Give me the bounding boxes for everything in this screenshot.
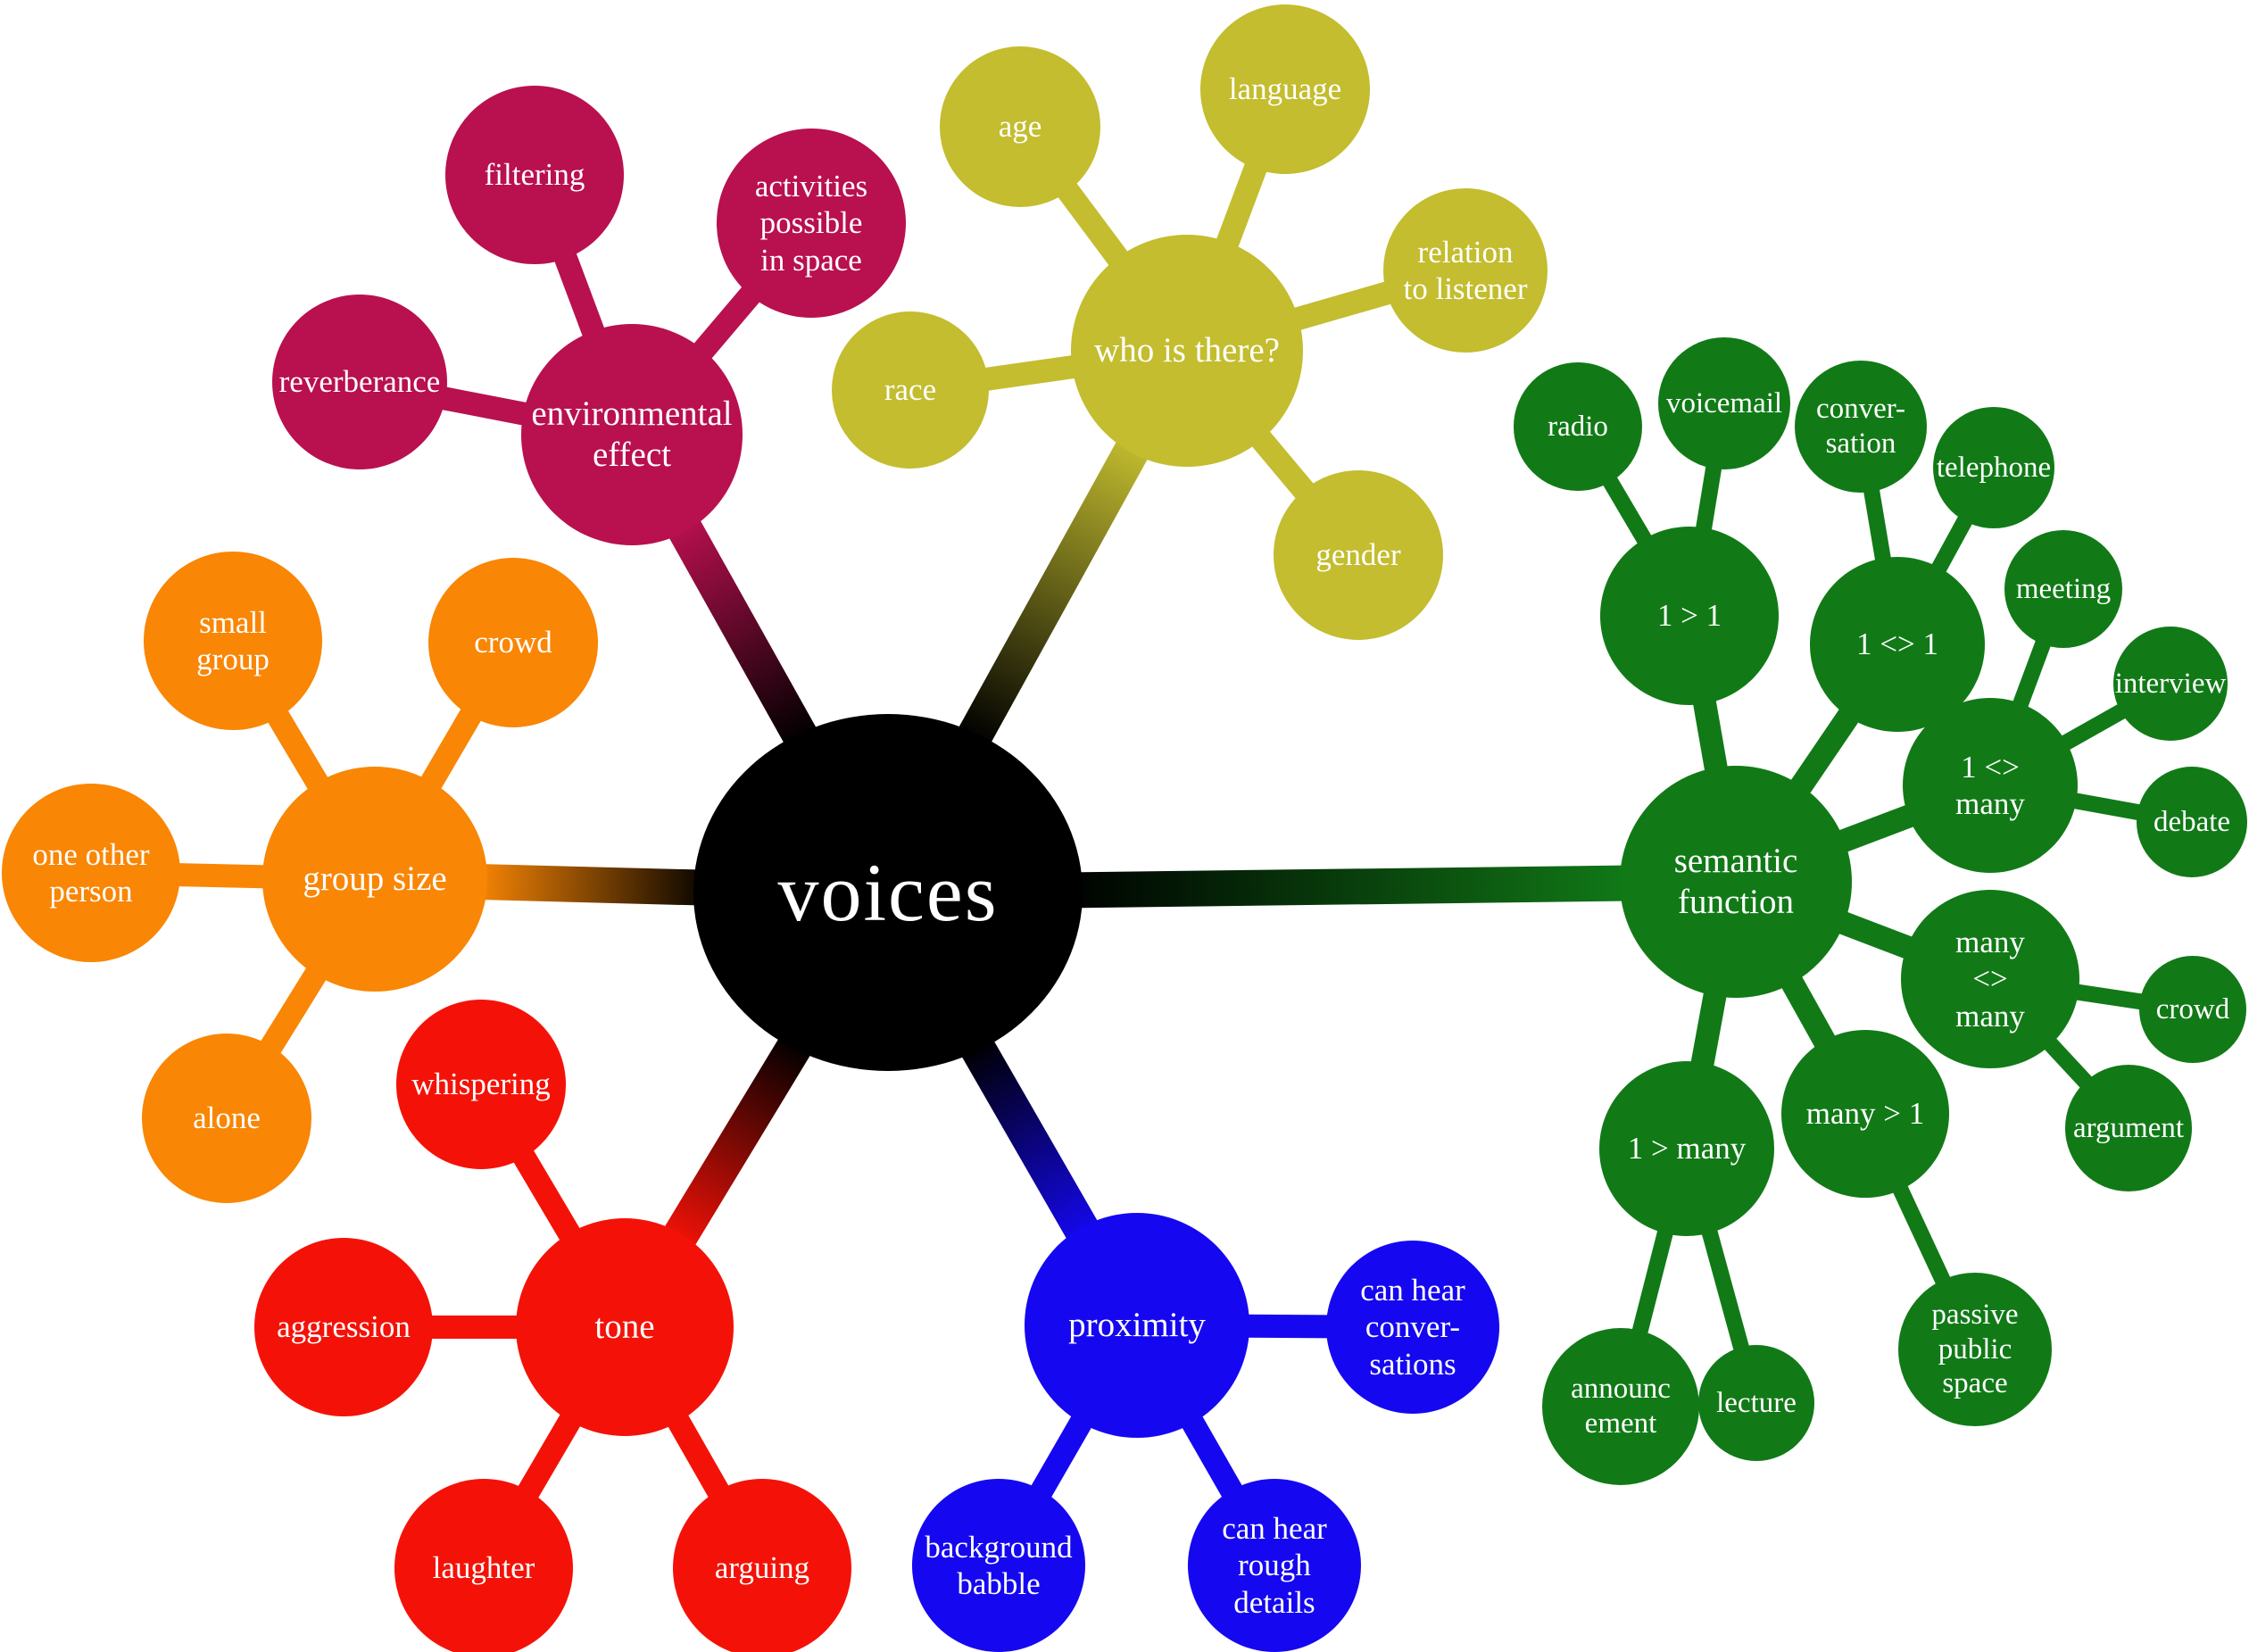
node-proximity-can-hear-rough-details: can hear rough details <box>1188 1479 1361 1652</box>
node-semantic-function-1-1: 1 <> 1 <box>1810 557 1985 732</box>
node-who-is-there-gender: gender <box>1274 470 1443 640</box>
node-group-size-crowd: crowd <box>428 558 598 727</box>
node-environmental-effect-filtering: filtering <box>445 86 624 264</box>
node-semantic-function-voicemail: voicemail <box>1658 337 1790 469</box>
node-semantic-function-passive-public-space: passive public space <box>1898 1273 2052 1426</box>
node-semantic-function-announc-ement: announc ement <box>1542 1328 1699 1485</box>
node-who-is-there-language: language <box>1200 4 1370 174</box>
node-tone: tone <box>516 1218 734 1436</box>
node-semantic-function-telephone: telephone <box>1933 407 2054 528</box>
node-group-size-alone: alone <box>142 1034 311 1203</box>
node-environmental-effect-reverberance: reverberance <box>272 295 447 469</box>
node-tone-laughter: laughter <box>394 1479 573 1652</box>
node-semantic-function-1-1: 1 > 1 <box>1600 527 1779 705</box>
node-semantic-function-many-1: many > 1 <box>1781 1030 1949 1198</box>
node-semantic-function-1-many: 1 <> many <box>1903 698 2078 873</box>
node-semantic-function-interview: interview <box>2113 627 2228 741</box>
node-semantic-function-argument: argument <box>2065 1065 2192 1191</box>
node-semantic-function: semantic function <box>1620 766 1852 998</box>
node-proximity-can-hear-conver-sations: can hear conver- sations <box>1326 1241 1499 1414</box>
node-who-is-there-race: race <box>832 311 989 469</box>
node-semantic-function-conver-sation: conver- sation <box>1795 361 1927 493</box>
node-who-is-there: who is there? <box>1071 235 1303 467</box>
node-who-is-there-relation-to-listener: relation to listener <box>1383 188 1548 353</box>
node-environmental-effect: environmental effect <box>521 324 743 545</box>
node-voices: voices <box>693 714 1083 1071</box>
node-semantic-function-debate: debate <box>2137 767 2247 877</box>
node-tone-aggression: aggression <box>254 1238 433 1416</box>
node-semantic-function-meeting: meeting <box>2004 530 2122 648</box>
node-semantic-function-many-many: many <> many <box>1901 890 2079 1068</box>
node-group-size-small-group: small group <box>144 552 322 730</box>
node-who-is-there-age: age <box>940 46 1100 207</box>
node-tone-arguing: arguing <box>673 1479 851 1652</box>
node-environmental-effect-activities-possible-in-space: activities possible in space <box>717 129 906 318</box>
node-semantic-function-1-many: 1 > many <box>1599 1061 1774 1236</box>
node-tone-whispering: whispering <box>396 1000 566 1169</box>
node-semantic-function-crowd: crowd <box>2139 956 2246 1063</box>
node-proximity-background-babble: background babble <box>912 1479 1085 1652</box>
node-semantic-function-radio: radio <box>1514 362 1642 491</box>
node-proximity: proximity <box>1025 1213 1249 1438</box>
node-group-size: group size <box>262 767 487 992</box>
node-group-size-one-other-person: one other person <box>2 784 180 962</box>
node-semantic-function-lecture: lecture <box>1698 1345 1814 1461</box>
